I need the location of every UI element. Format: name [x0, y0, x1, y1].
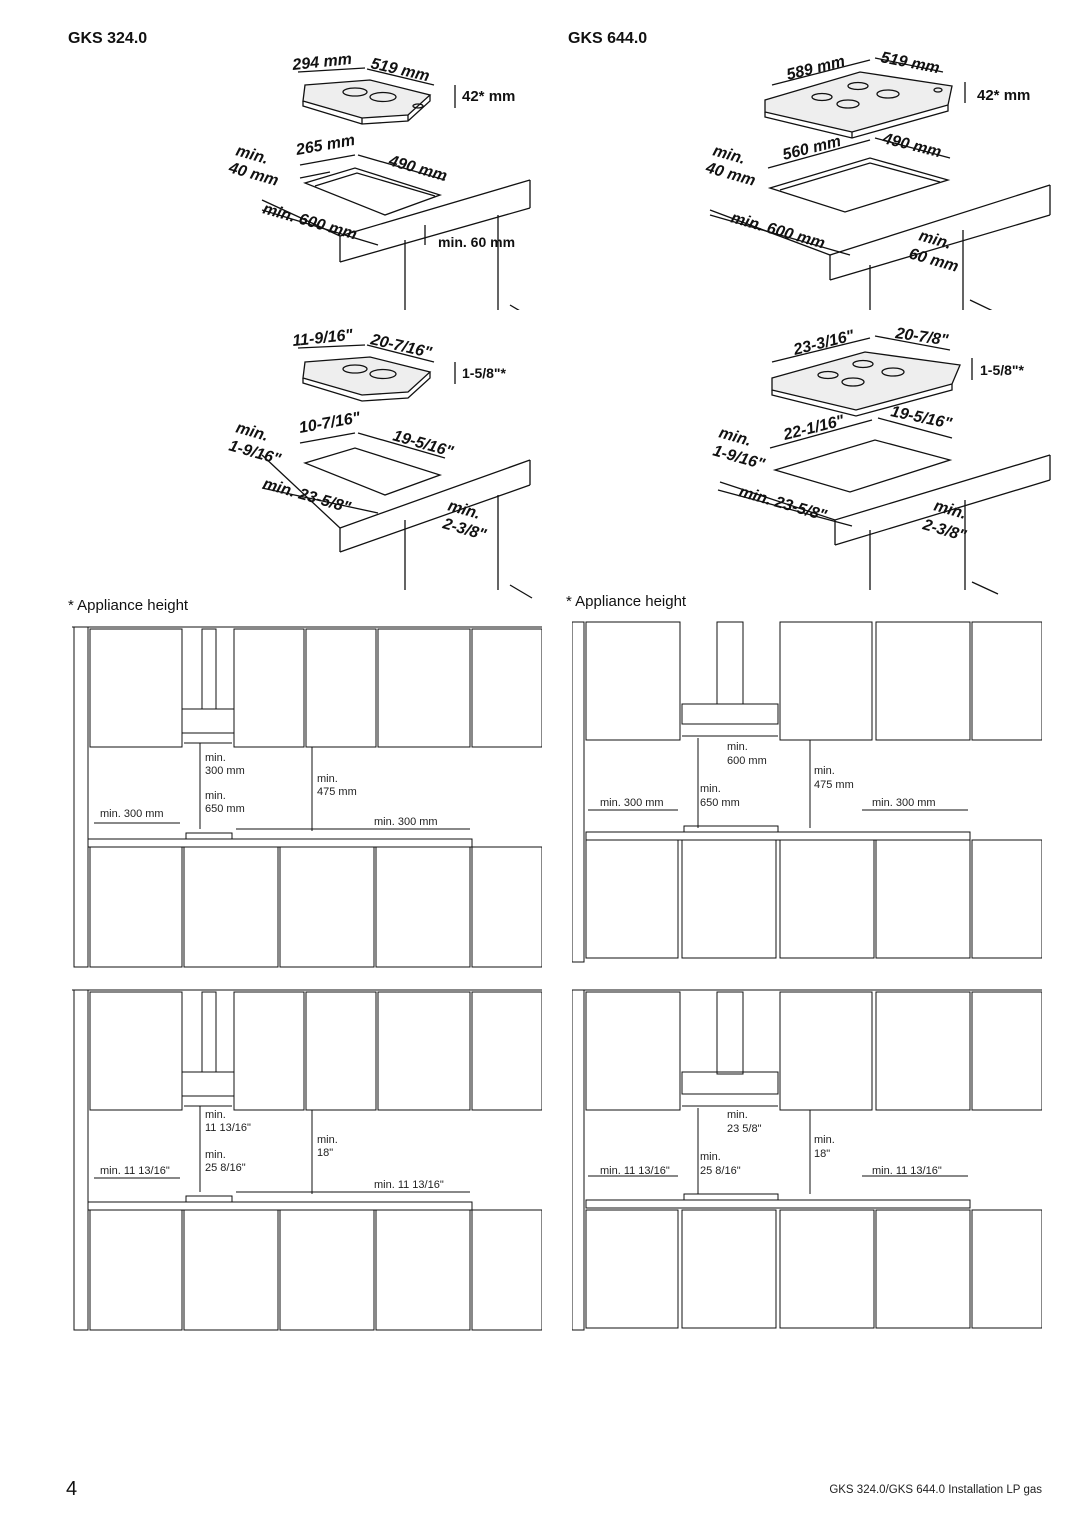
left-hob-imperial-diagram: 11-9/16" 20-7/16" 1-5/8"* 10-7/16" 19-5/… [227, 327, 533, 599]
dim-min-front-r: min. 600 mm [729, 210, 827, 253]
right-kitchen-imperial-elevation: min. 23 5/8" min. 25 8/16" min. 18" min.… [572, 989, 1042, 1331]
dim-cut-depth-label-r-imp: 19-5/16" [889, 403, 953, 433]
side-right-label: min. 300 mm [374, 816, 438, 828]
dim-min-left-2-r-imp: 1-9/16" [711, 443, 767, 474]
appliance-height-note-right: * Appliance height [566, 593, 687, 610]
dim-cut-depth-label-r: 490 mm [880, 130, 943, 161]
footer-text: GKS 324.0/GKS 644.0 Installation LP gas [829, 1484, 1042, 1496]
dim-height-label: 42* mm [462, 88, 515, 105]
dim-min-back: min. 60 mm [438, 234, 515, 250]
dim-cut-width-label-imp: 10-7/16" [298, 409, 362, 437]
dim-depth-label-r-imp: 20-7/8" [893, 325, 949, 349]
model-title-left: GKS 324.0 [68, 30, 148, 47]
dim-width-label-imp: 11-9/16" [292, 327, 355, 350]
appliance-height-note-left: * Appliance height [68, 597, 189, 614]
hood-value-label-r-imp: 23 5/8" [727, 1123, 762, 1135]
side-right-label-r-imp: min. 11 13/16" [872, 1165, 942, 1177]
dim-min-front-imp: min. 23-5/8" [261, 476, 353, 517]
hood-value-label-r: 600 mm [727, 755, 767, 767]
dim-height-label-r: 42* mm [977, 87, 1030, 104]
dim-depth-label-r: 519 mm [879, 49, 941, 77]
side-left-label-r: min. 300 mm [600, 797, 664, 809]
dim-height-label-imp: 1-5/8"* [462, 365, 507, 381]
hob-value-label-r-imp: 25 8/16" [700, 1165, 741, 1177]
cabinet-value-label-r: 475 mm [814, 779, 854, 791]
hood-value-label-imp: 11 13/16" [205, 1122, 251, 1134]
cabinet-value-label: 475 mm [317, 786, 357, 798]
hob-min-label-imp: min. [205, 1149, 226, 1161]
cabinet-min-label-r: min. [814, 765, 835, 777]
dim-cut-width-label: 265 mm [294, 132, 357, 159]
dim-min-left-2-imp: 1-9/16" [227, 438, 283, 469]
right-hob-imperial-diagram: 23-3/16" 20-7/8" 1-5/8"* 22-1/16" 19-5/1… [711, 325, 1051, 595]
dim-height-label-r-imp: 1-5/8"* [980, 362, 1025, 378]
hood-min-label-r-imp: min. [727, 1109, 748, 1121]
hob-value-label-r: 650 mm [700, 797, 740, 809]
page-number: 4 [66, 1478, 78, 1500]
dim-width-label-r-imp: 23-3/16" [791, 327, 856, 359]
cabinet-min-label: min. [317, 773, 338, 785]
model-title-right: GKS 644.0 [568, 30, 648, 47]
dim-min-back-2-imp: 2-3/8" [440, 515, 488, 544]
left-hob-metric-diagram: 294 mm 519 mm 42* mm 265 mm 490 mm min. … [226, 51, 531, 310]
cabinet-min-label-r-imp: min. [814, 1134, 835, 1146]
hob-value-label: 650 mm [205, 803, 245, 815]
cabinet-value-label-imp: 18" [317, 1147, 333, 1159]
side-left-label: min. 300 mm [100, 808, 164, 820]
dim-min-front: min. 600 mm [261, 201, 359, 244]
right-kitchen-metric-elevation: min. 600 mm min. 650 mm min. 475 mm min.… [572, 621, 1042, 963]
dim-min-front-r-imp: min. 23-5/8" [737, 484, 829, 525]
dim-depth-label: 519 mm [369, 55, 431, 85]
hob-min-label-r: min. [700, 783, 721, 795]
dim-width-label: 294 mm [291, 51, 353, 74]
side-left-label-r-imp: min. 11 13/16" [600, 1165, 670, 1177]
dim-cut-depth-label-imp: 19-5/16" [391, 428, 456, 462]
hood-value-label: 300 mm [205, 765, 245, 777]
left-kitchen-metric-elevation: min. 300 mm min. 650 mm min. 475 mm min.… [72, 626, 542, 968]
cabinet-value-label-r-imp: 18" [814, 1148, 830, 1160]
hood-min-label-imp: min. [205, 1109, 226, 1121]
dim-cut-width-label-r-imp: 22-1/16" [781, 412, 846, 444]
hob-min-label-r-imp: min. [700, 1151, 721, 1163]
side-left-label-imp: min. 11 13/16" [100, 1165, 170, 1177]
hob-min-label: min. [205, 790, 226, 802]
side-right-label-imp: min. 11 13/16" [374, 1179, 444, 1191]
dim-cut-width-label-r: 560 mm [781, 133, 843, 164]
hob-value-label-imp: 25 8/16" [205, 1162, 246, 1174]
side-right-label-r: min. 300 mm [872, 797, 936, 809]
cabinet-min-label-imp: min. [317, 1134, 338, 1146]
hood-min-label-r: min. [727, 741, 748, 753]
dim-depth-label-imp: 20-7/16" [368, 331, 433, 362]
right-hob-metric-diagram: 589 mm 519 mm 42* mm 560 mm 490 mm min. … [703, 49, 1051, 310]
hood-min-label: min. [205, 752, 226, 764]
left-kitchen-imperial-elevation: min. 11 13/16" min. 25 8/16" min. 18" mi… [72, 989, 542, 1331]
